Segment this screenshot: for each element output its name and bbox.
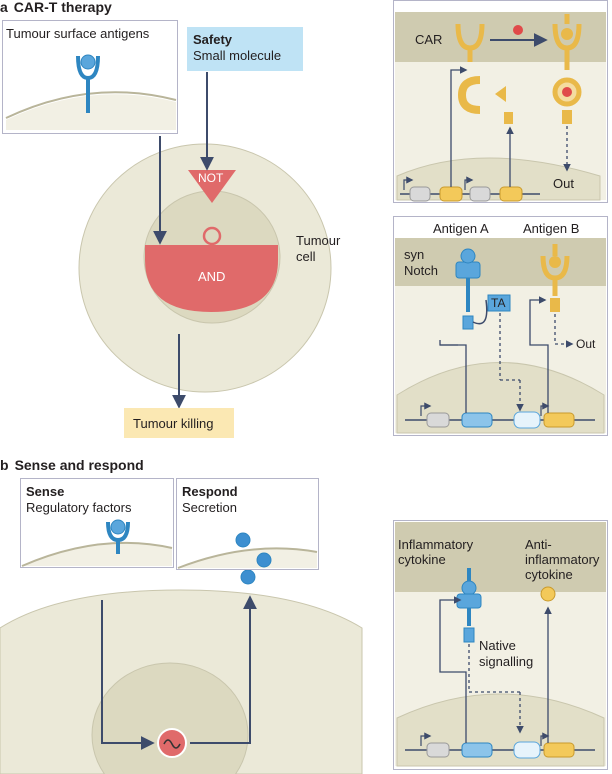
inflam-label-1: Inflammatory <box>398 537 474 552</box>
safety-subtitle: Small molecule <box>193 48 282 63</box>
sense-receptor-icon <box>21 519 173 567</box>
respond-subtitle: Secretion <box>182 500 237 515</box>
section-a-heading: a CAR-T therapy <box>0 0 112 14</box>
inset-synnotch-frame <box>393 216 608 436</box>
sense-box <box>20 478 174 568</box>
arrows-a <box>153 72 214 409</box>
inset1-out-label: Out <box>553 176 574 191</box>
ta-label: TA <box>491 296 506 310</box>
notch-label: Notch <box>404 263 438 278</box>
inset2-out-label: Out <box>576 337 596 351</box>
inset-car <box>395 12 606 202</box>
not-gate <box>188 170 236 246</box>
section-a-title: CAR-T therapy <box>13 0 112 15</box>
syn-label: syn <box>404 247 425 262</box>
section-b-heading: b Sense and respond <box>0 458 144 472</box>
anti-label-3: cytokine <box>525 567 573 582</box>
sense-title: Sense <box>26 484 65 499</box>
respond-secretion-icon <box>177 532 318 585</box>
sense-subtitle: Regulatory factors <box>26 500 132 515</box>
native-label-1: Native <box>479 638 516 653</box>
respond-title: Respond <box>182 484 238 499</box>
anti-label-1: Anti- <box>525 537 552 552</box>
arrows-b <box>101 595 257 750</box>
section-b-letter: b <box>0 457 9 473</box>
safety-box <box>187 27 303 71</box>
antigens-box <box>2 20 178 134</box>
antigen-a-label: Antigen A <box>433 221 489 236</box>
section-b-title: Sense and respond <box>14 457 144 473</box>
antigens-label: Tumour surface antigens <box>6 26 150 41</box>
inset-car-frame <box>393 0 608 203</box>
inset-cytokine-frame <box>393 520 608 770</box>
cell-b <box>0 589 363 774</box>
cell-label-1: Tumour <box>296 233 341 248</box>
output-box <box>124 408 234 438</box>
inflam-label-2: cytokine <box>398 552 446 567</box>
output-label: Tumour killing <box>133 416 214 431</box>
inset-synnotch <box>395 238 606 434</box>
antigen-receptor-icon <box>5 54 177 130</box>
and-gate <box>145 245 278 312</box>
antigen-b-label: Antigen B <box>523 221 580 236</box>
car-label: CAR <box>415 32 443 47</box>
section-a-letter: a <box>0 0 8 15</box>
respond-box <box>176 478 319 570</box>
cell-label-2: cell <box>296 249 316 264</box>
anti-label-2: inflammatory <box>525 552 600 567</box>
native-label-2: signalling <box>479 654 534 669</box>
inset-cytokine <box>395 522 606 767</box>
safety-title: Safety <box>193 32 233 47</box>
not-label: NOT <box>198 171 224 185</box>
and-label: AND <box>198 269 226 284</box>
